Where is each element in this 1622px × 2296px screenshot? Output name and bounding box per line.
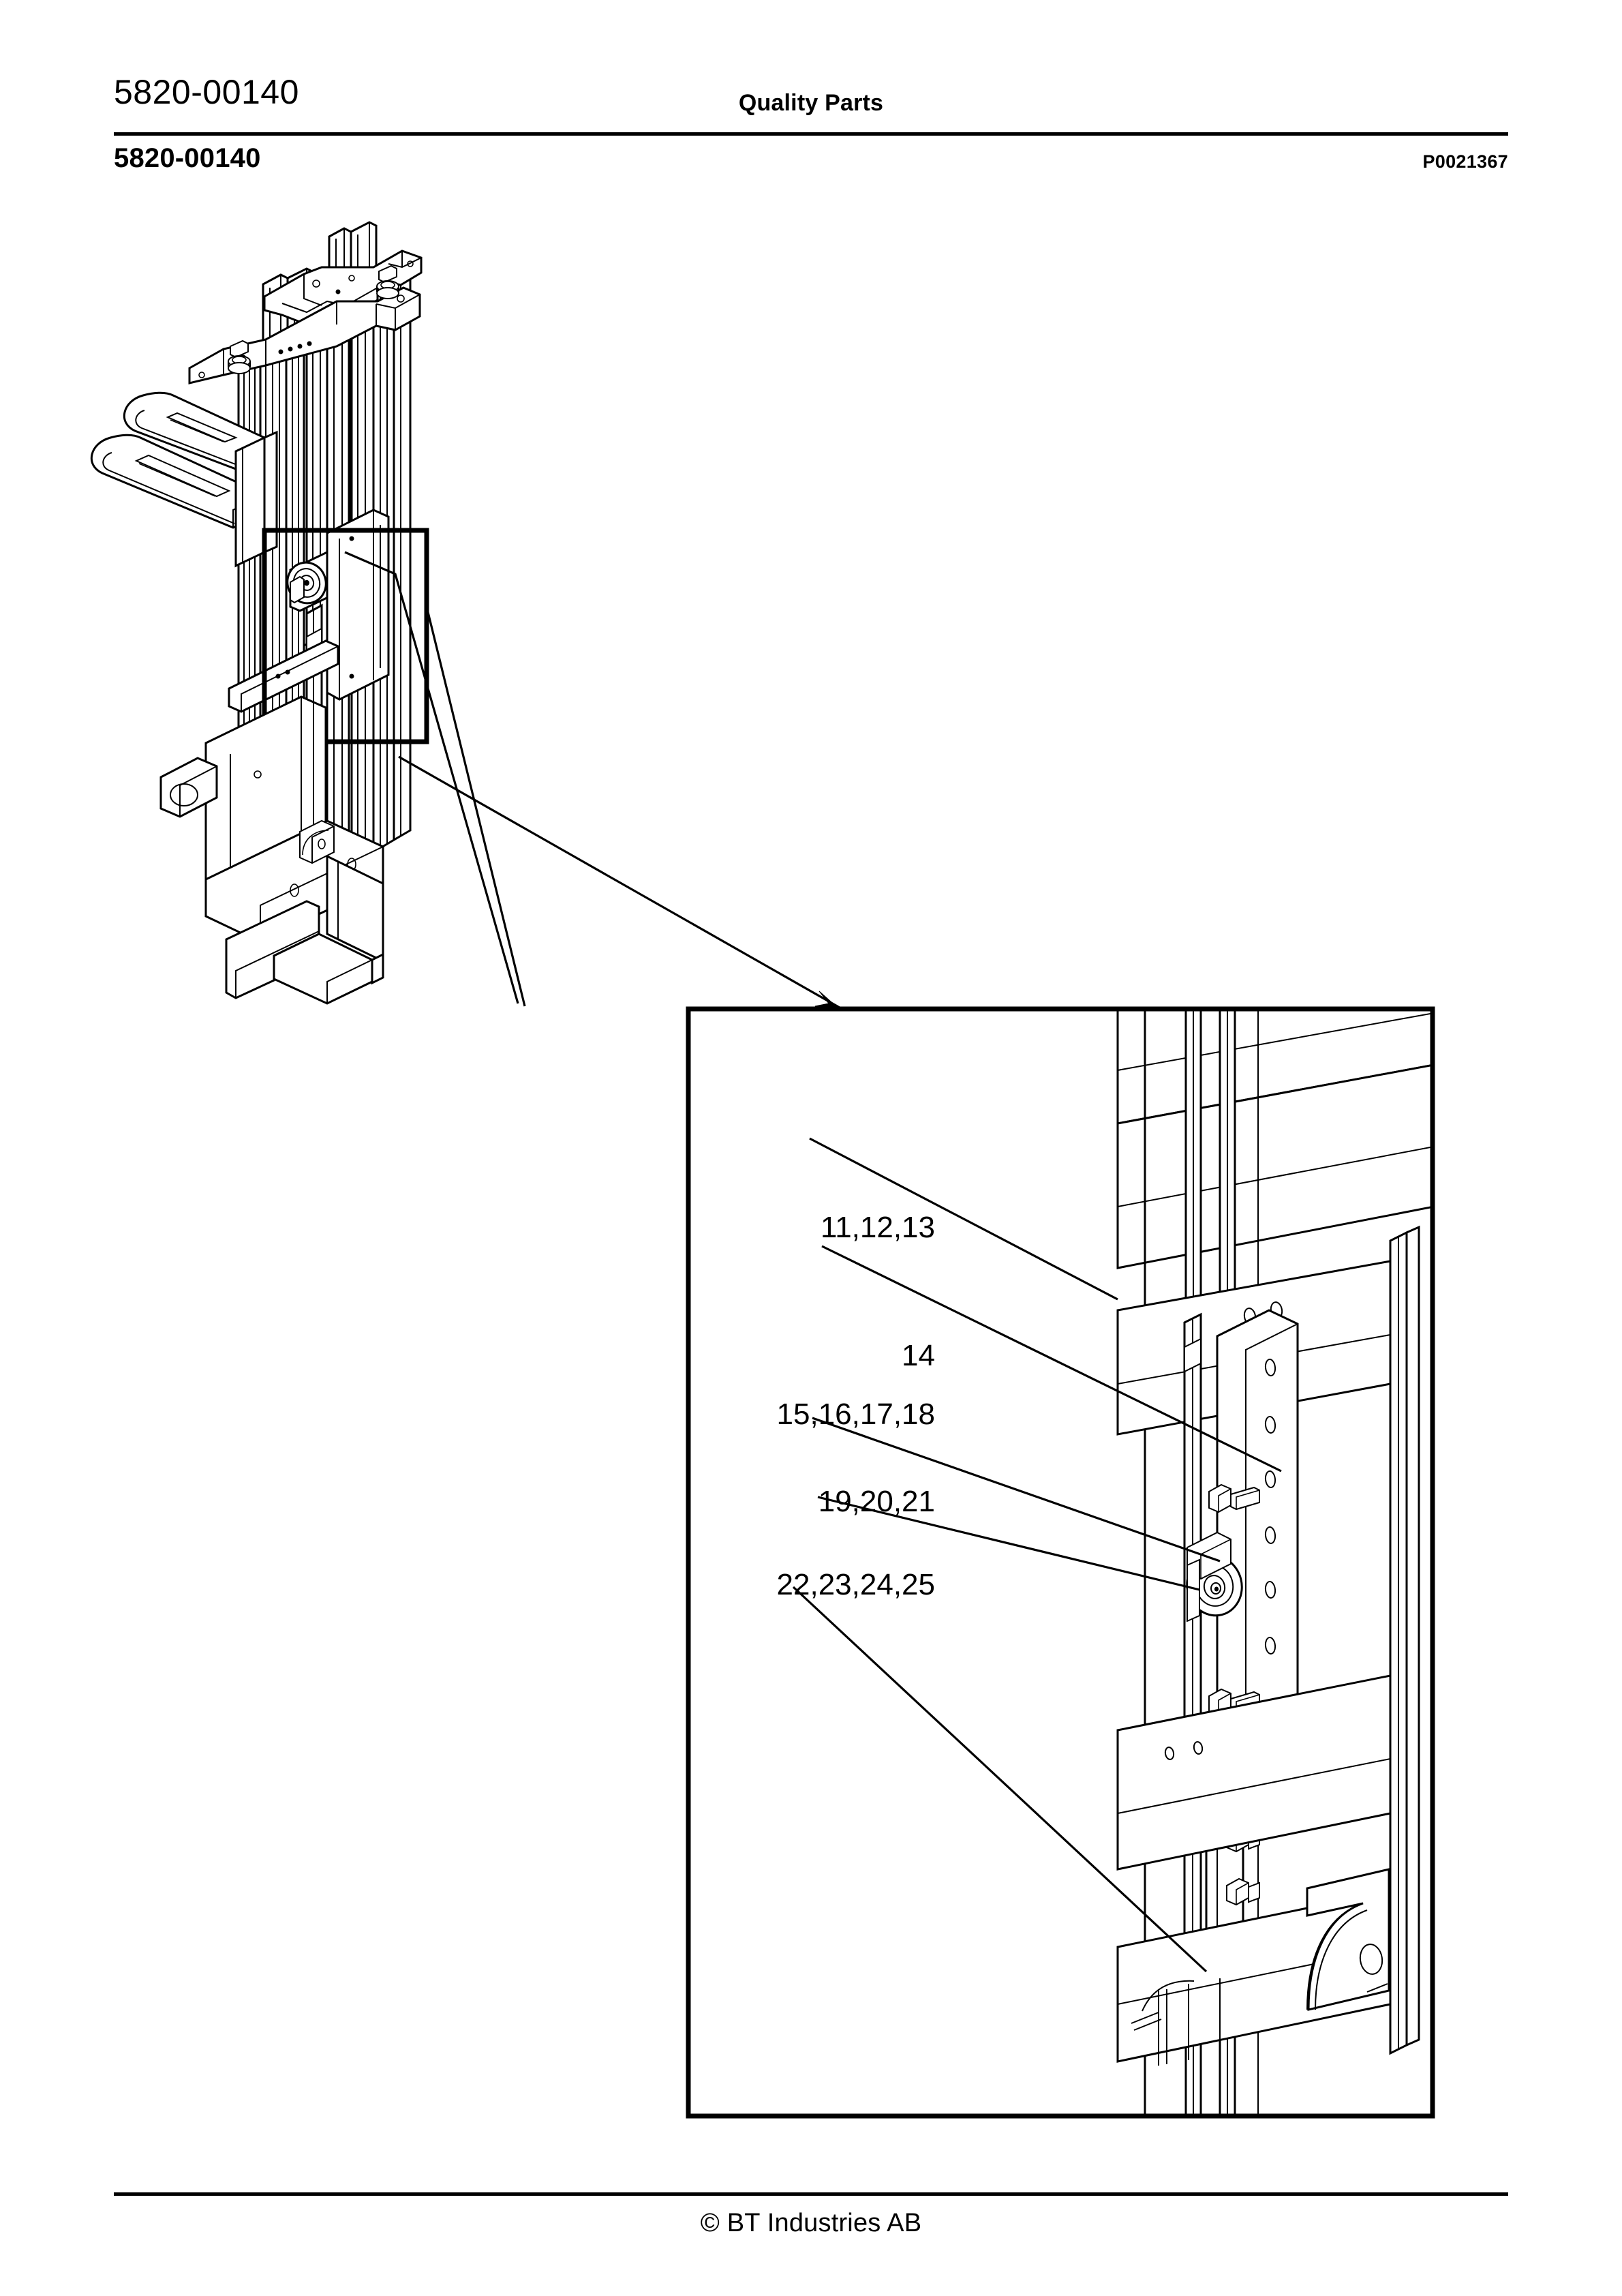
mast-lower-crossmember — [228, 639, 339, 713]
mast-roller-assembly — [286, 551, 338, 612]
footer-rule — [114, 2192, 1508, 2196]
page-title: Quality Parts — [738, 90, 884, 116]
detail-view-svg — [686, 1006, 1435, 2119]
base-pivot-bracket — [299, 819, 335, 864]
detail-carriage-rail — [1183, 1312, 1202, 2021]
fork-carriage-backplate — [234, 430, 278, 568]
detail-bolt-lower-2 — [1226, 1877, 1260, 1906]
base-pallet-channel — [225, 900, 373, 1005]
detail-callout-leaders — [792, 1137, 1282, 1973]
detail-mounting-plate — [1216, 1309, 1299, 1820]
section-part-number: 5820-00140 — [114, 143, 261, 173]
footer-copyright: © BT Industries AB — [700, 2209, 922, 2237]
detail-left-gusset — [1131, 1980, 1195, 2031]
detail-bolt-upper — [1208, 1483, 1260, 1513]
detail-lower-diagonal-beam — [1116, 1674, 1392, 1871]
base-left-block — [159, 757, 218, 818]
main-assembly-drawing — [90, 170, 920, 1125]
detail-right-mast-column — [1389, 1225, 1420, 2055]
callout-14: 14 — [902, 1339, 935, 1372]
callout-19-20-21: 19,20,21 — [818, 1485, 935, 1518]
base-right-skirt — [326, 854, 384, 985]
carriage-plate — [326, 509, 390, 701]
drawing-code: P0021367 — [1422, 151, 1508, 172]
callout-22-23-24-25: 22,23,24,25 — [776, 1568, 935, 1601]
detail-region-highlight — [262, 528, 429, 744]
detail-roller-bracket — [1187, 1531, 1231, 1622]
callout-15-16-17-18: 15,16,17,18 — [776, 1398, 935, 1431]
detail-view-frame — [686, 1006, 1435, 2119]
main-assembly-svg — [90, 221, 526, 1007]
callout-11-12-13: 11,12,13 — [820, 1211, 935, 1244]
page-part-number: 5820-00140 — [114, 73, 299, 111]
header-rule — [114, 132, 1508, 136]
crossbeam-bolt-upper — [376, 265, 399, 299]
crossbeam-bolt-lower — [228, 339, 251, 374]
detail-corner-gusset — [1306, 1868, 1390, 2011]
detail-base-diagonal-beam — [1116, 1890, 1392, 2066]
